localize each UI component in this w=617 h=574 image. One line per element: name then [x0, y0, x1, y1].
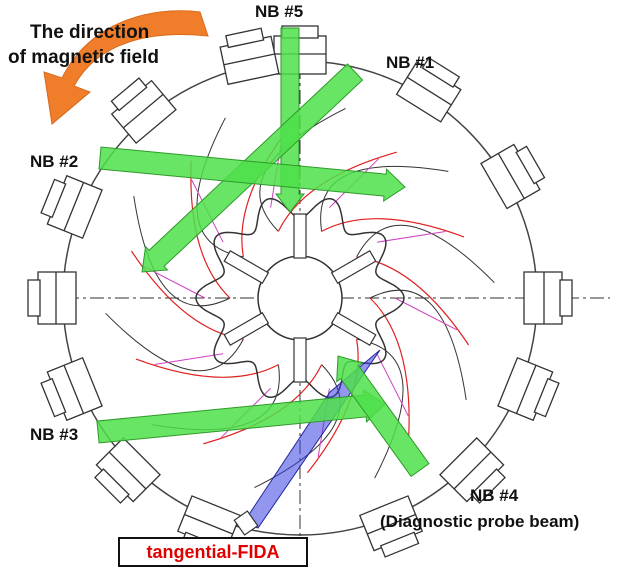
- field-direction-label-line2: of magnetic field: [8, 47, 159, 68]
- nb2-beam: [98, 146, 406, 202]
- coil-red: [190, 160, 231, 299]
- nb2-label: NB #2: [30, 152, 79, 171]
- spoke: [330, 311, 377, 347]
- fida-label: tangential-FIDA: [146, 541, 280, 562]
- coil-red: [135, 358, 279, 378]
- nb3-beam: [96, 389, 386, 444]
- coil-line: [369, 289, 467, 400]
- coil-magenta: [376, 353, 409, 417]
- spoke: [293, 213, 307, 259]
- port-box: [94, 437, 161, 504]
- center-column: [257, 255, 343, 341]
- nb5-label: NB #5: [255, 2, 304, 21]
- spoke: [293, 337, 307, 383]
- port-box: [219, 27, 280, 86]
- port-box: [110, 77, 177, 145]
- coil-line: [356, 338, 404, 479]
- port-box: [497, 356, 560, 422]
- spoke: [223, 249, 270, 285]
- nb1-label: NB #1: [386, 53, 435, 72]
- radial-spokes: [223, 213, 377, 383]
- spoke: [223, 311, 270, 347]
- coil-line: [356, 224, 495, 284]
- port-box: [395, 56, 462, 123]
- fida-port: [233, 510, 259, 536]
- nb4-label: NB #4: [470, 486, 519, 505]
- coil-line: [105, 312, 244, 372]
- nb4-note: (Diagnostic probe beam): [380, 512, 580, 531]
- fida-label-box: tangential-FIDA: [118, 537, 308, 567]
- coil-red: [369, 297, 410, 436]
- nb3-label: NB #3: [30, 425, 79, 444]
- coil-magenta: [394, 297, 458, 331]
- curved-arrow-icon: [43, 10, 209, 125]
- port-box: [27, 271, 77, 325]
- coil-red: [321, 218, 465, 238]
- coil-magenta: [376, 231, 446, 243]
- port-box: [523, 271, 573, 325]
- port-box: [358, 495, 424, 558]
- spoke: [330, 249, 377, 285]
- port-box: [439, 437, 506, 504]
- coil-line: [133, 196, 231, 307]
- port-box: [480, 143, 546, 210]
- neutral-beam-group: [96, 27, 430, 478]
- field-direction-label-line1: The direction: [30, 22, 150, 43]
- nb4-beam: [336, 355, 430, 478]
- port-group: [27, 25, 573, 558]
- port-box: [40, 356, 103, 422]
- port-box: [40, 174, 103, 240]
- coil-magenta: [154, 353, 224, 365]
